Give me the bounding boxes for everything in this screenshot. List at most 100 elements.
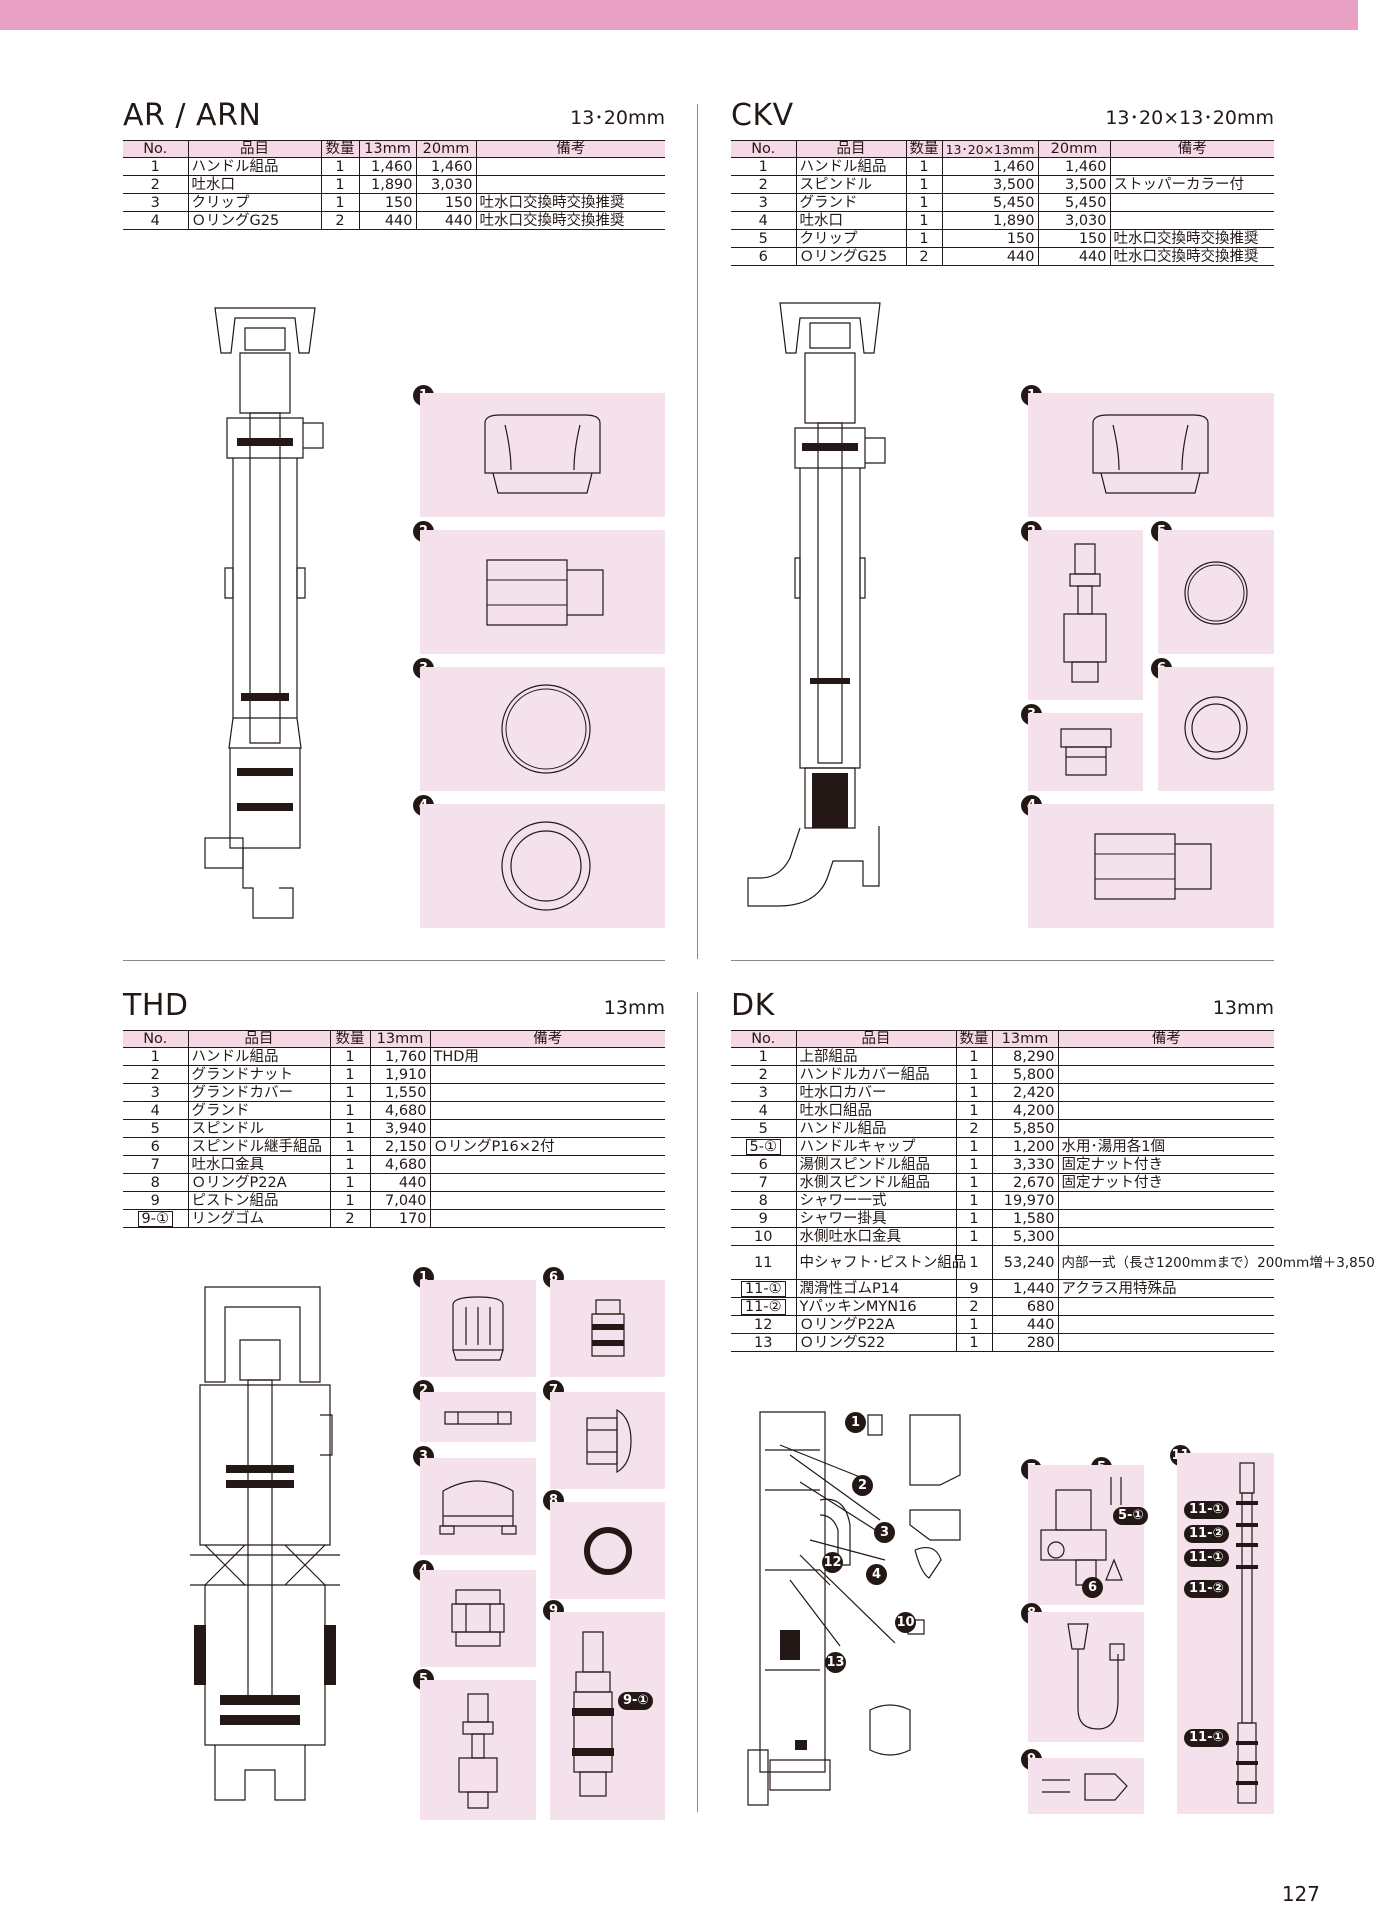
callout-6: 6 bbox=[1082, 1577, 1103, 1598]
col-price-13: 13･20×13mm bbox=[941, 140, 1038, 158]
col-price-13: 13mm bbox=[991, 1030, 1058, 1048]
part-panel-5 bbox=[1158, 530, 1274, 654]
spout-part-icon bbox=[1093, 829, 1213, 904]
col-item: 品目 bbox=[795, 140, 906, 158]
col-price-13: 13mm bbox=[369, 1030, 430, 1048]
part-panel-1 bbox=[420, 1280, 536, 1377]
shower-part-icon bbox=[1048, 1622, 1128, 1732]
handle-part-icon bbox=[475, 413, 610, 499]
spout-fitting-part-icon bbox=[583, 1408, 633, 1474]
clip-part-icon bbox=[1183, 560, 1249, 626]
handle-part-icon bbox=[448, 1295, 508, 1363]
callout-1: 1 bbox=[845, 1412, 866, 1433]
gland-part-icon bbox=[1056, 727, 1116, 777]
top-accent-bar bbox=[0, 0, 1358, 30]
col-qty: 数量 bbox=[320, 140, 359, 158]
piston-part-icon bbox=[572, 1630, 614, 1800]
spindle-assembly-part-icon bbox=[1036, 1475, 1136, 1595]
col-price-20: 20mm bbox=[415, 140, 476, 158]
spout-part-icon bbox=[485, 555, 605, 630]
section-title: THD bbox=[123, 988, 189, 1023]
row-divider-right bbox=[731, 960, 1274, 961]
handle-part-icon bbox=[1083, 413, 1218, 499]
sub-callout-11-2: 11-② bbox=[1184, 1525, 1229, 1543]
col-no: No. bbox=[123, 1030, 188, 1048]
clip-part-icon bbox=[498, 681, 594, 777]
part-panel-11: 11-① 11-② 11-① 11-② 11-① bbox=[1177, 1453, 1274, 1814]
section-size: 13mm bbox=[603, 997, 665, 1019]
page-number: 127 bbox=[1281, 1882, 1320, 1906]
col-price-20: 20mm bbox=[1037, 140, 1110, 158]
part-panel-4 bbox=[420, 804, 665, 928]
spindle-part-icon bbox=[455, 1692, 501, 1810]
callout-4: 4 bbox=[866, 1564, 887, 1585]
column-divider-bottom bbox=[697, 992, 698, 1812]
o-ring-part-icon bbox=[1183, 695, 1249, 761]
part-panel-1 bbox=[1028, 393, 1274, 517]
part-panel-7 bbox=[550, 1392, 665, 1489]
shaft-piston-part-icon bbox=[1236, 1461, 1258, 1806]
col-no: No. bbox=[123, 140, 188, 158]
part-panel-3 bbox=[1028, 713, 1143, 791]
spindle-joint-part-icon bbox=[588, 1298, 628, 1358]
sub-callout-11-1: 11-① bbox=[1184, 1549, 1229, 1567]
column-divider-top bbox=[697, 104, 698, 959]
part-panel-9: 9-① bbox=[550, 1612, 665, 1820]
callout-10: 10 bbox=[895, 1612, 916, 1633]
gland-nut-part-icon bbox=[443, 1410, 513, 1426]
o-ring-part-icon bbox=[582, 1525, 634, 1577]
spindle-part-icon bbox=[1058, 542, 1113, 687]
part-panel-8 bbox=[550, 1502, 665, 1599]
part-panel-6 bbox=[1158, 667, 1274, 791]
thd-cross-section-drawing bbox=[190, 1285, 340, 1805]
col-item: 品目 bbox=[187, 140, 321, 158]
part-panel-2 bbox=[420, 530, 665, 654]
col-qty: 数量 bbox=[955, 1030, 992, 1048]
part-panel-8 bbox=[1028, 1612, 1144, 1742]
part-panel-3 bbox=[420, 1458, 536, 1555]
sub-callout-11-2: 11-② bbox=[1184, 1580, 1229, 1598]
sub-callout-9-1: 9-① bbox=[618, 1692, 654, 1710]
section-title: CKV bbox=[731, 98, 794, 133]
callout-12: 12 bbox=[822, 1552, 843, 1573]
part-panel-2 bbox=[420, 1392, 536, 1442]
col-remarks: 備考 bbox=[1109, 140, 1274, 158]
row-divider-left bbox=[123, 960, 665, 961]
part-panel-5 bbox=[420, 1680, 536, 1820]
col-item: 品目 bbox=[187, 1030, 330, 1048]
gland-part-icon bbox=[448, 1588, 508, 1648]
col-qty: 数量 bbox=[905, 140, 942, 158]
ckv-cross-section-drawing bbox=[740, 298, 890, 908]
part-panel-9 bbox=[1028, 1758, 1144, 1814]
callout-2: 2 bbox=[852, 1475, 873, 1496]
